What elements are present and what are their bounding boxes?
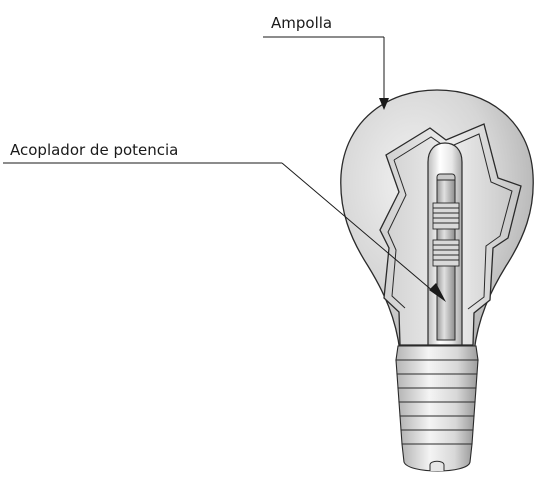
cutaway-edge-left — [387, 159, 407, 309]
power-coupler-label: Acoplador de potencia — [10, 141, 179, 159]
cutaway-edge — [393, 133, 513, 310]
coupler-lower-rings — [432, 239, 460, 267]
coupler-upper-rings — [432, 202, 460, 230]
leader-acoplador — [3, 162, 446, 302]
leader-ampolla — [263, 36, 389, 110]
screw-base — [395, 345, 479, 472]
bulb-label: Ampolla — [271, 14, 333, 32]
